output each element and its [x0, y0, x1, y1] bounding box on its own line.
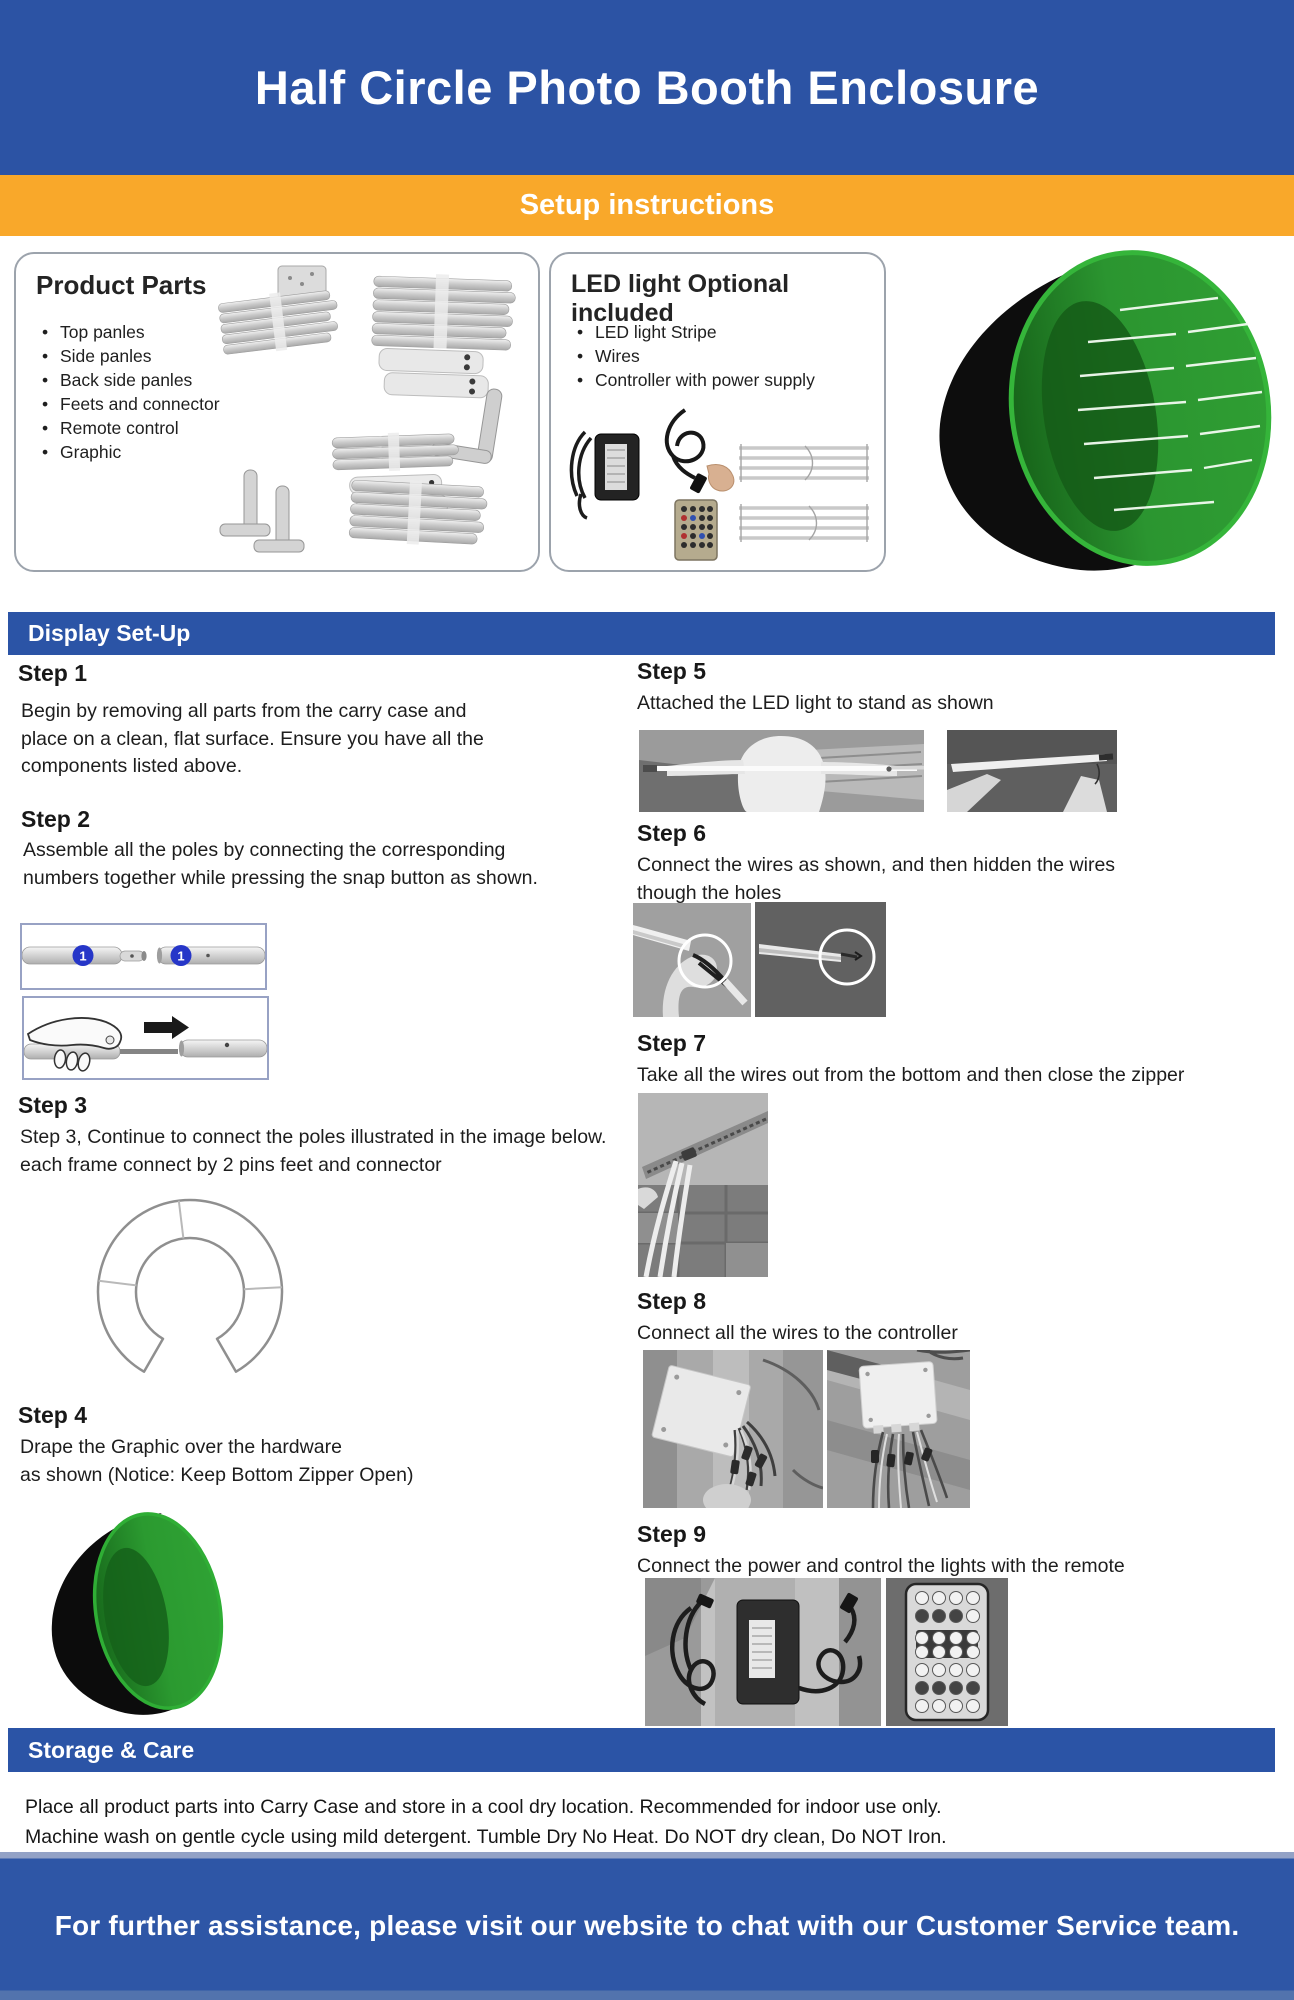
- led-kit-photo: [569, 408, 869, 561]
- led-optional-list: LED light Stripe Wires Controller with p…: [577, 320, 815, 392]
- pole-bundles-photo: [218, 265, 516, 553]
- product-parts-box: Product Parts Top panles Side panles Bac…: [14, 252, 540, 572]
- list-item: Graphic: [42, 440, 220, 464]
- led-strips: [739, 444, 869, 542]
- connect-wire-photo-2: [755, 902, 886, 1017]
- step-4-text: Drape the Graphic over the hardware as s…: [20, 1436, 414, 1486]
- step-1-text: Begin by removing all parts from the car…: [21, 700, 484, 778]
- subtitle: Setup instructions: [519, 189, 775, 221]
- step-5-text: Attached the LED light to stand as shown: [637, 692, 994, 714]
- attach-led-photo-1: [639, 730, 924, 812]
- remote: [674, 499, 718, 561]
- controller-wiring-photo-2: [827, 1350, 970, 1508]
- step-1-heading: Step 1: [18, 660, 88, 686]
- step-8-text: Connect all the wires to the controller: [637, 1322, 958, 1344]
- step-7-heading: Step 7: [637, 1030, 707, 1056]
- step-3-heading: Step 3: [18, 1092, 88, 1118]
- step-6-text: Connect the wires as shown, and then hid…: [637, 854, 1116, 904]
- storage-care-bar: Storage & Care: [8, 1728, 1275, 1772]
- footer-text: For further assistance, please visit our…: [54, 1910, 1240, 1941]
- list-item: Top panles: [42, 320, 220, 344]
- storage-care-text: Place all product parts into Carry Case …: [25, 1796, 947, 1849]
- list-item: Controller with power supply: [577, 368, 815, 392]
- list-item: Wires: [577, 344, 815, 368]
- step-6-heading: Step 6: [637, 820, 707, 846]
- page-title: Half Circle Photo Booth Enclosure: [254, 61, 1040, 114]
- list-item: Remote control: [42, 416, 220, 440]
- product-parts-title: Product Parts: [36, 270, 207, 300]
- led-optional-box: LED light Optional included LED light St…: [549, 252, 886, 572]
- step-9-text: Connect the power and control the lights…: [637, 1555, 1125, 1577]
- wires-out-zipper-photo: [638, 1093, 768, 1277]
- connect-wire-photo-1: [633, 903, 751, 1017]
- booth-draped-illustration: [51, 1512, 224, 1715]
- step-4-heading: Step 4: [18, 1402, 88, 1428]
- frame-assembly-diagram: [96, 1198, 284, 1373]
- storage-care-title: Storage & Care: [28, 1736, 195, 1763]
- list-item: Back side panles: [42, 368, 220, 392]
- attach-led-photo-2: [947, 730, 1117, 812]
- step-9-heading: Step 9: [637, 1521, 707, 1547]
- step-2-heading: Step 2: [21, 806, 91, 832]
- snap-button-diagram: [22, 996, 269, 1080]
- page-header: Half Circle Photo Booth Enclosure: [0, 0, 1294, 175]
- display-setup-bar: Display Set-Up: [8, 612, 1275, 655]
- product-parts-list: Top panles Side panles Back side panles …: [42, 320, 220, 464]
- step-5-heading: Step 5: [637, 658, 707, 684]
- pole-number-badge: 1: [79, 949, 86, 964]
- power-supply-photo: [645, 1578, 881, 1726]
- subtitle-band: Setup instructions: [0, 175, 1294, 236]
- step-7-text: Take all the wires out from the bottom a…: [637, 1064, 1185, 1086]
- display-setup-title: Display Set-Up: [28, 620, 191, 646]
- step-8-heading: Step 8: [637, 1288, 707, 1314]
- pole-number-badge: 1: [177, 949, 184, 964]
- remote-control-photo: [886, 1578, 1008, 1726]
- step-2-text: Assemble all the poles by connecting the…: [23, 839, 538, 889]
- power-supply: [569, 430, 640, 520]
- list-item: LED light Stripe: [577, 320, 815, 344]
- step-3-text: Step 3, Continue to connect the poles il…: [20, 1126, 607, 1176]
- wires: [664, 408, 735, 494]
- list-item: Feets and connector: [42, 392, 220, 416]
- pole-numbers-diagram: 1 1: [20, 923, 267, 990]
- footer-banner: For further assistance, please visit our…: [0, 1852, 1294, 2000]
- controller-wiring-photo-1: [643, 1350, 823, 1508]
- booth-with-led-illustration: [939, 250, 1272, 571]
- list-item: Side panles: [42, 344, 220, 368]
